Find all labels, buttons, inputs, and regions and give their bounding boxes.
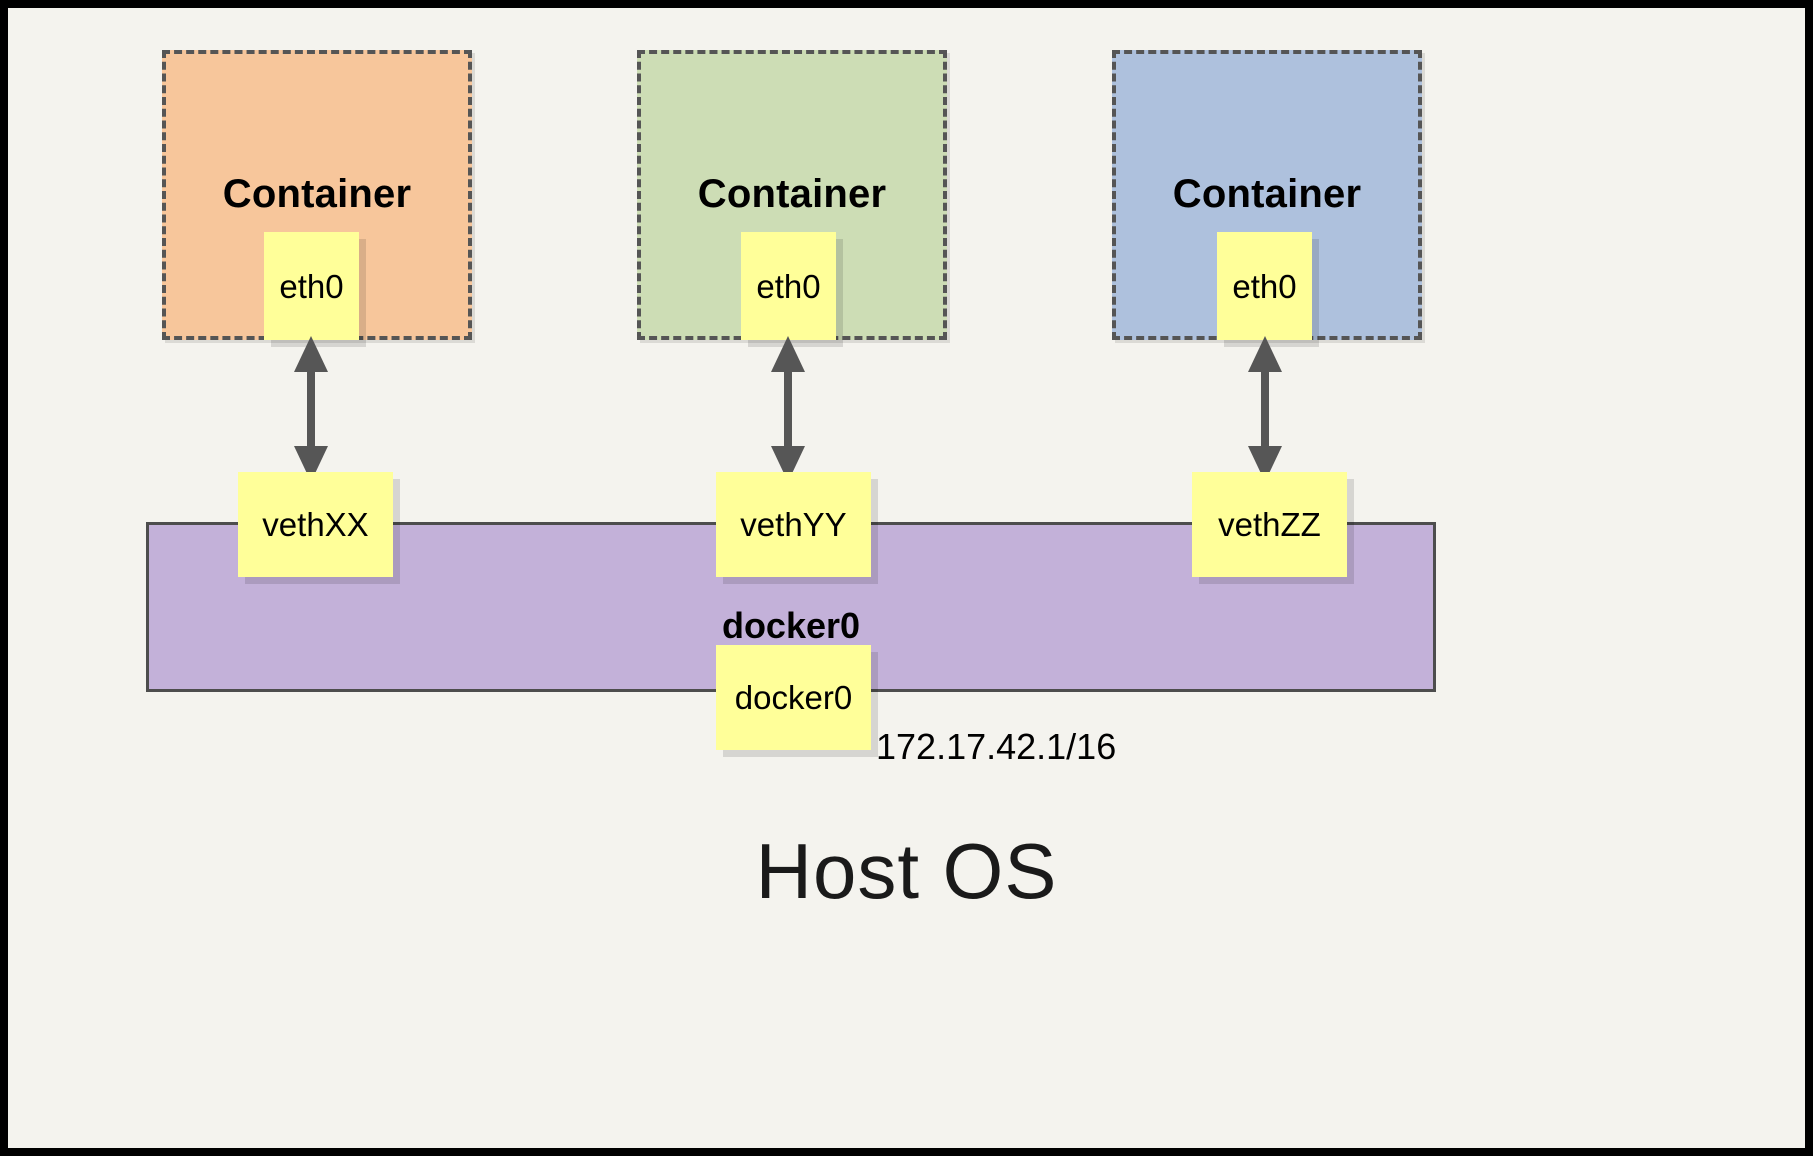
docker0-ip-label: 172.17.42.1/16 — [876, 726, 1117, 767]
diagram-canvas: Container eth0 Container eth0 Container … — [8, 8, 1805, 1148]
veth-box-2: vethYY — [716, 472, 871, 577]
eth0-box-1: eth0 — [264, 232, 359, 340]
container-title-2: Container — [697, 172, 887, 216]
host-os-label: Host OS — [755, 827, 1058, 915]
container-title-3: Container — [1172, 172, 1362, 216]
eth0-label-3: eth0 — [1232, 267, 1297, 305]
veth-label-3: vethZZ — [1218, 506, 1321, 543]
docker0-interface-box: docker0 — [716, 645, 871, 750]
container-title-1: Container — [222, 172, 412, 216]
eth0-label-2: eth0 — [756, 267, 821, 305]
veth-box-1: vethXX — [238, 472, 393, 577]
eth0-label-1: eth0 — [279, 267, 344, 305]
docker0-bar-label: docker0 — [721, 605, 861, 646]
veth-box-3: vethZZ — [1192, 472, 1347, 577]
veth-link-arrow-2 — [771, 336, 805, 482]
veth-link-arrow-3 — [1248, 336, 1282, 482]
veth-label-1: vethXX — [262, 506, 369, 543]
eth0-box-3: eth0 — [1217, 232, 1312, 340]
docker0-interface-label: docker0 — [734, 679, 853, 716]
veth-label-2: vethYY — [740, 506, 847, 543]
veth-link-arrow-1 — [294, 336, 328, 482]
eth0-box-2: eth0 — [741, 232, 836, 340]
